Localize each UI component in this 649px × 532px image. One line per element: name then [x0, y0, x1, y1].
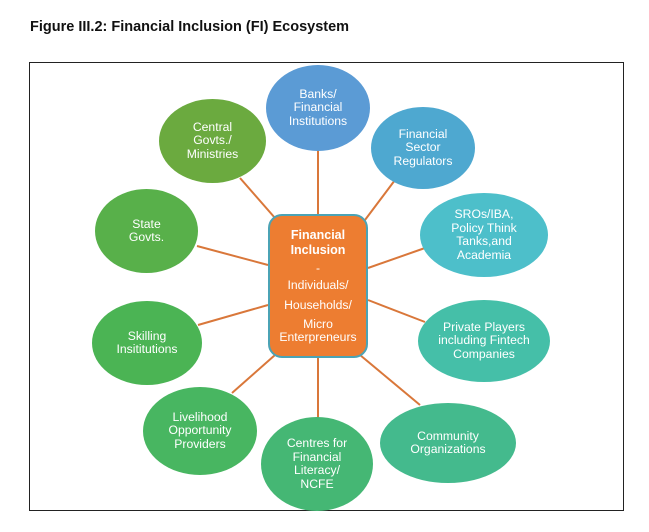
node-label: Banks/ Financial Institutions [288, 86, 348, 128]
connector-skilling [197, 304, 269, 326]
node-label: Financial Sector Regulators [393, 126, 453, 168]
node-label: Private Players including Fintech Compan… [438, 319, 530, 361]
figure-title: Figure III.2: Financial Inclusion (FI) E… [30, 19, 350, 35]
center-line-households: Households/ [284, 298, 352, 312]
node-centres: Centres for Financial Literacy/ NCFE [261, 417, 373, 511]
node-banks: Banks/ Financial Institutions [266, 65, 370, 151]
connector-state [196, 245, 269, 266]
diagram-frame [29, 62, 624, 511]
node-state: State Govts. [95, 189, 198, 273]
center-line-micro: Micro [303, 317, 333, 331]
node-label: Centres for Financial Literacy/ NCFE [286, 436, 348, 491]
node-regulators: Financial Sector Regulators [371, 107, 475, 189]
center-line-individuals: Individuals/ [287, 278, 349, 292]
node-livelihood: Livelihood Opportunity Providers [143, 387, 257, 475]
center-line-enterpreneurs: Enterpreneurs [279, 330, 357, 344]
node-community: Community Organizations [380, 403, 516, 483]
connector-central [239, 177, 276, 219]
connector-regulators [364, 179, 396, 221]
node-label: Community Organizations [410, 428, 486, 456]
node-skilling: Skilling Insititutions [92, 301, 202, 385]
node-central: Central Govts./ Ministries [159, 99, 266, 183]
connector-community [359, 354, 421, 406]
node-label: SROs/IBA, Policy Think Tanks,and Academi… [451, 207, 517, 262]
center-financial-inclusion: Financial Inclusion - Individuals/ House… [268, 214, 368, 358]
node-private: Private Players including Fintech Compan… [418, 300, 550, 382]
node-sros: SROs/IBA, Policy Think Tanks,and Academi… [420, 193, 548, 277]
node-label: Central Govts./ Ministries [186, 119, 239, 161]
center-heading: Financial Inclusion [290, 228, 346, 257]
connector-private [367, 299, 426, 323]
node-label: Livelihood Opportunity Providers [168, 409, 232, 451]
node-label: Skilling Insititutions [116, 328, 178, 356]
center-dash: - [315, 261, 321, 275]
node-label: State Govts. [128, 216, 165, 244]
connector-sros [367, 247, 426, 269]
connector-livelihood [231, 354, 276, 394]
